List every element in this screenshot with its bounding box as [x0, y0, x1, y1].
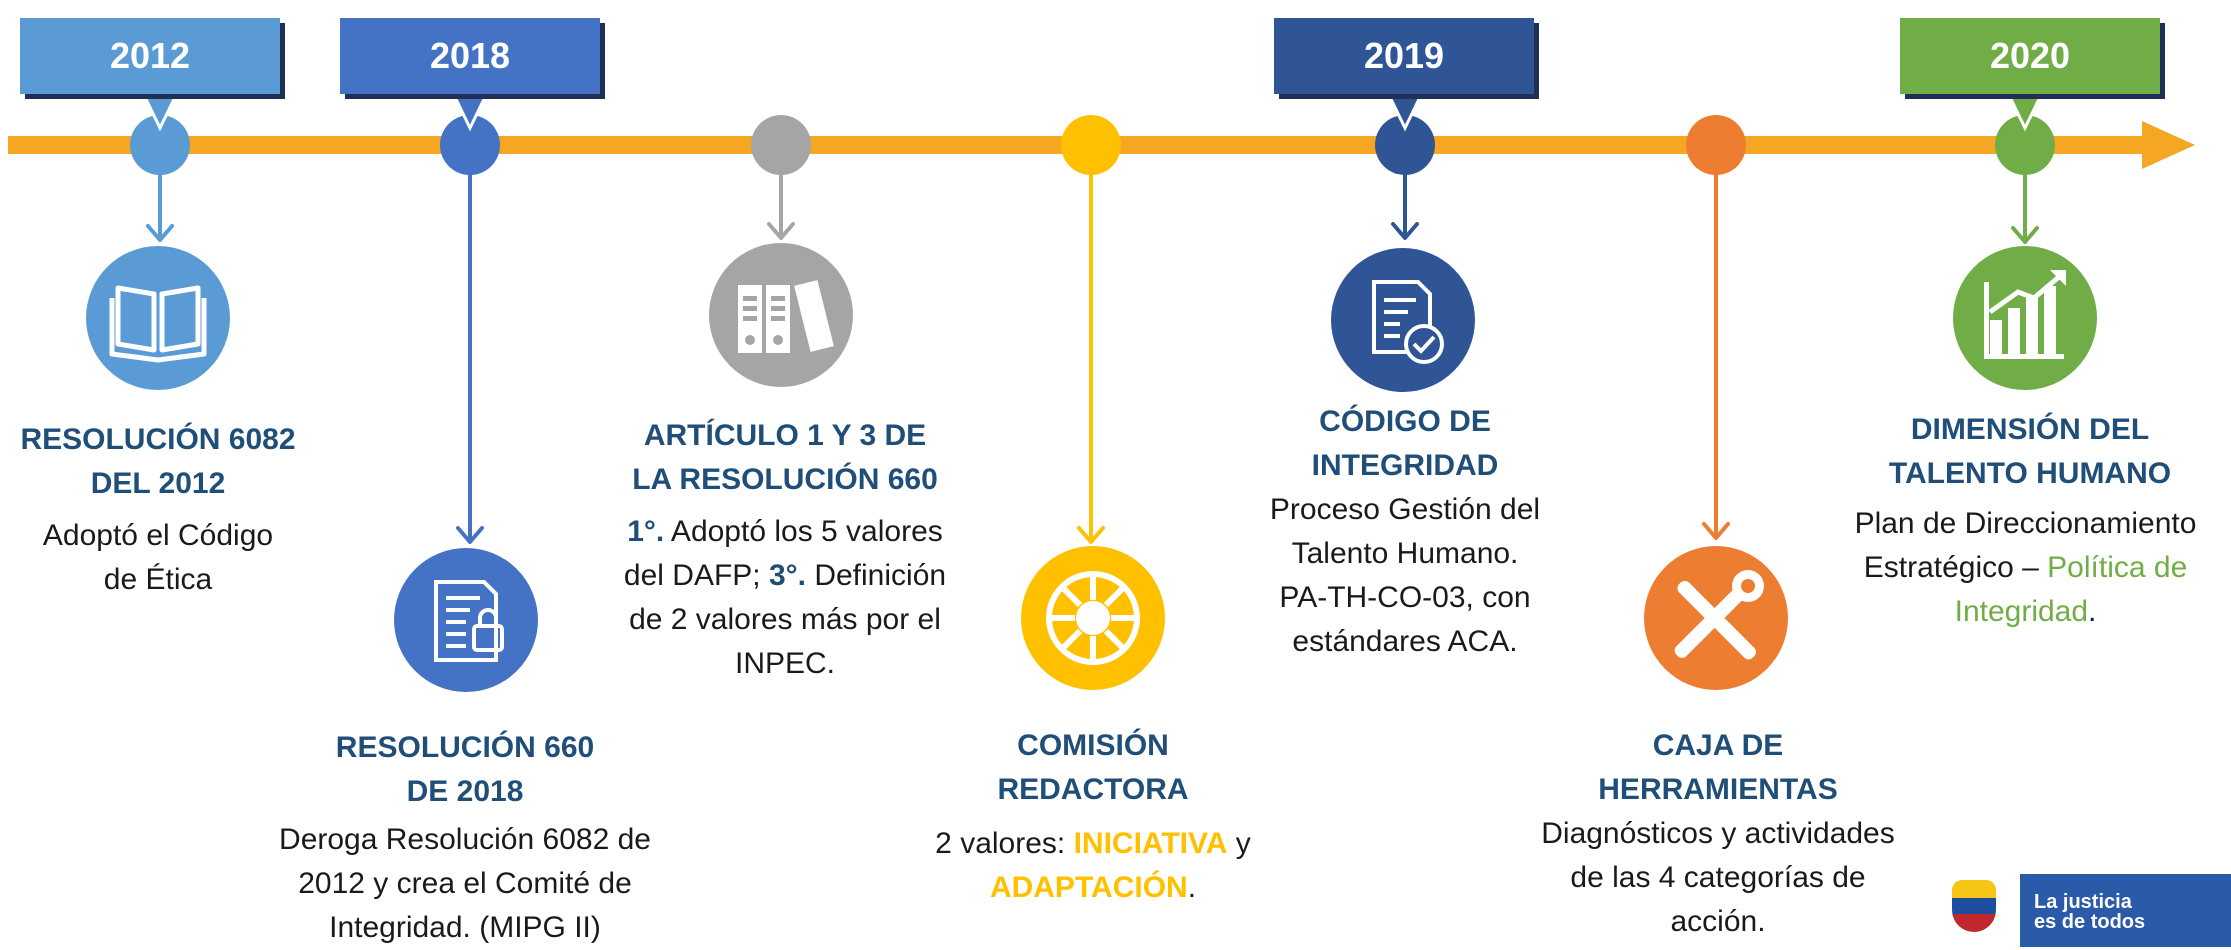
articulo-title: ARTÍCULO 1 Y 3 DE LA RESOLUCIÓN 660: [590, 414, 980, 502]
codigo-title-line1: CÓDIGO DE: [1319, 405, 1491, 438]
caja-title-line1: CAJA DE: [1652, 729, 1784, 762]
dimension-title-line2: TALENTO HUMANO: [1888, 457, 2172, 490]
comision-desc-line1: 2 valores: INICIATIVA y: [880, 822, 1306, 866]
icon-circle-book: [86, 246, 230, 390]
year-box-2018: 2018: [340, 18, 600, 94]
res6082-desc-line2: de Ética: [103, 563, 213, 596]
comision-value-adaptacion: ADAPTACIÓN: [989, 871, 1188, 904]
res6082-title-line2: DEL 2012: [90, 467, 226, 500]
codigo-desc-line3: PA-TH-CO-03, con: [1279, 581, 1531, 614]
logo-line1: La justicia: [2034, 891, 2132, 913]
dimension-desc-end: .: [2088, 595, 2097, 628]
res660-title-line1: RESOLUCIÓN 660: [335, 731, 595, 764]
dimension-desc: Plan de Direccionamiento Estratégico – P…: [1820, 502, 2231, 634]
res660-desc-line2: 2012 y crea el Comité de: [298, 867, 632, 900]
articulo-num1: 1°.: [627, 515, 665, 548]
articulo-num3: 3°.: [768, 559, 806, 592]
dot-caja: [1686, 115, 1746, 175]
logo-badge: La justicia es de todos: [2020, 874, 2231, 947]
dimension-desc-pre: Estratégico –: [1863, 551, 2048, 584]
comision-title: COMISIÓN REDACTORA: [930, 724, 1256, 812]
articulo-desc-line4: INPEC.: [734, 647, 836, 680]
timeline-arrowhead: [2142, 121, 2195, 169]
articulo-desc-text3: Definición: [806, 559, 947, 592]
year-pointer-2018: [451, 93, 489, 132]
binders-icon: [738, 280, 834, 353]
res660-desc: Deroga Resolución 6082 de 2012 y crea el…: [240, 818, 690, 950]
comision-title-line2: REDACTORA: [997, 773, 1189, 806]
document-check-icon: [1372, 280, 1444, 364]
dimension-title-line1: DIMENSIÓN DEL: [1910, 413, 2150, 446]
icon-circle-document-check: [1331, 248, 1475, 392]
dot-articulo: [751, 115, 811, 175]
chart-icon: [1984, 270, 2066, 359]
comision-desc-line2: ADAPTACIÓN.: [880, 866, 1306, 910]
res6082-title-line1: RESOLUCIÓN 6082: [20, 423, 296, 456]
year-pointer-2019: [1386, 93, 1424, 132]
res6082-desc: Adoptó el Código de Ética: [0, 514, 316, 602]
dot-2018: [440, 115, 500, 175]
articulo-desc-line1: 1°. Adoptó los 5 valores: [590, 510, 980, 554]
comision-desc-pre: 2 valores:: [935, 827, 1074, 860]
caja-desc-line3: acción.: [1670, 905, 1766, 938]
dimension-title: DIMENSIÓN DEL TALENTO HUMANO: [1860, 408, 2200, 496]
coat-of-arms-icon: [1952, 880, 1996, 932]
year-pointer-2012: [141, 93, 179, 132]
comision-value-iniciativa: INICIATIVA: [1073, 827, 1228, 860]
dimension-desc-highlight1: Política de: [2047, 551, 2188, 584]
res6082-desc-line1: Adoptó el Código: [42, 519, 274, 552]
codigo-title-line2: INTEGRIDAD: [1311, 449, 1499, 482]
year-box-2012: 2012: [20, 18, 280, 94]
caja-desc-line1: Diagnósticos y actividades: [1541, 817, 1895, 850]
articulo-desc-text2: del DAFP;: [623, 559, 769, 592]
dot-2020: [1995, 115, 2055, 175]
dimension-desc-line2: Estratégico – Política de: [1820, 546, 2231, 590]
gears-icon: [1046, 571, 1140, 665]
res660-title: RESOLUCIÓN 660 DE 2018: [290, 726, 640, 814]
year-box-2020: 2020: [1900, 18, 2160, 94]
codigo-desc-line2: Talento Humano.: [1291, 537, 1519, 570]
articulo-desc: 1°. Adoptó los 5 valores del DAFP; 3°. D…: [590, 510, 980, 686]
res660-desc-line3: Integridad. (MIPG II): [329, 911, 601, 944]
res660-title-line2: DE 2018: [406, 775, 524, 808]
dimension-desc-highlight2: Integridad: [1954, 595, 2089, 628]
icon-circle-chart: [1953, 246, 2097, 390]
codigo-desc-line1: Proceso Gestión del: [1269, 493, 1541, 526]
comision-desc-mid: y: [1227, 827, 1251, 860]
ministry-logo: La justicia es de todos: [1928, 866, 2231, 947]
logo-line2: es de todos: [2034, 911, 2146, 933]
comision-desc: 2 valores: INICIATIVA y ADAPTACIÓN.: [880, 822, 1306, 910]
dot-comision: [1061, 115, 1121, 175]
articulo-desc-line3: de 2 valores más por el: [629, 603, 941, 636]
caja-title-line2: HERRAMIENTAS: [1598, 773, 1838, 806]
comision-title-line1: COMISIÓN: [1017, 729, 1169, 762]
year-pointer-2020: [2006, 93, 2044, 132]
dimension-desc-line3: Integridad.: [1820, 590, 2231, 634]
res660-desc-line1: Deroga Resolución 6082 de: [279, 823, 651, 856]
codigo-desc: Proceso Gestión del Talento Humano. PA-T…: [1230, 488, 1580, 664]
caja-desc-line2: de las 4 categorías de: [1570, 861, 1866, 894]
caja-desc: Diagnósticos y actividades de las 4 cate…: [1500, 812, 1936, 944]
dot-2012: [130, 115, 190, 175]
dot-2019: [1375, 115, 1435, 175]
document-lock-icon: [434, 580, 504, 662]
codigo-title: CÓDIGO DE INTEGRIDAD: [1250, 400, 1560, 488]
comision-desc-end: .: [1187, 871, 1197, 904]
book-icon: [109, 285, 207, 363]
tools-icon: [1674, 570, 1764, 660]
articulo-title-line2: LA RESOLUCIÓN 660: [632, 463, 938, 496]
year-box-2019: 2019: [1274, 18, 1534, 94]
caja-title: CAJA DE HERRAMIENTAS: [1540, 724, 1896, 812]
res6082-title: RESOLUCIÓN 6082 DEL 2012: [0, 418, 316, 506]
articulo-title-line1: ARTÍCULO 1 Y 3 DE: [643, 419, 927, 452]
articulo-desc-text1: Adoptó los 5 valores: [664, 515, 943, 548]
dimension-desc-line1: Plan de Direccionamiento: [1854, 507, 2197, 540]
codigo-desc-line4: estándares ACA.: [1292, 625, 1518, 658]
articulo-desc-line2: del DAFP; 3°. Definición: [590, 554, 980, 598]
